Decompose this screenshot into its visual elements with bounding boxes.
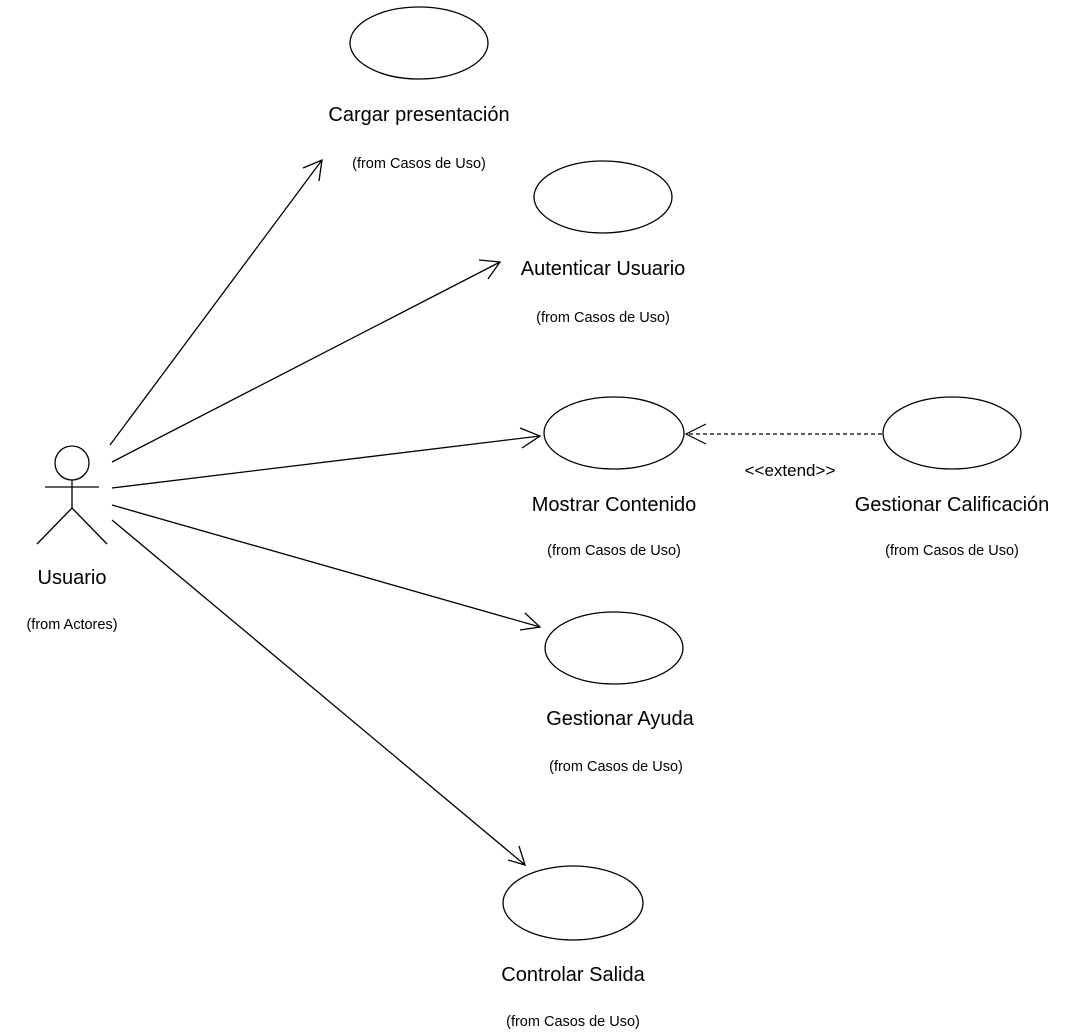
use-case-gestionar-ayuda[interactable]: [544, 611, 684, 685]
association-gestionar-ayuda: [111, 504, 541, 628]
arrowhead-mostrar-contenido: [519, 427, 542, 449]
association-cargar-presentacion: [109, 159, 323, 446]
association-mostrar-contenido: [111, 435, 541, 489]
association-autenticar-usuario: [111, 261, 501, 463]
use-case-mostrar-contenido[interactable]: [543, 396, 685, 470]
use-case-autenticar-usuario[interactable]: [533, 160, 673, 234]
use-case-label-gestionar-ayuda: Gestionar Ayuda: [546, 708, 694, 730]
use-case-label-autenticar-usuario: Autenticar Usuario: [520, 258, 686, 280]
use-case-package-gestionar-calificacion: (from Casos de Uso): [885, 543, 1019, 559]
arrowhead-controlar-salida: [507, 845, 526, 866]
arrowhead-gestionar-ayuda: [519, 612, 542, 631]
use-case-package-autenticar-usuario: (from Casos de Uso): [536, 310, 670, 326]
use-case-ellipses: [349, 6, 1022, 941]
use-case-package-cargar-presentacion: (from Casos de Uso): [352, 156, 486, 172]
use-case-package-controlar-salida: (from Casos de Uso): [506, 1014, 640, 1030]
arrowhead-cargar-presentacion: [302, 158, 323, 182]
use-case-controlar-salida[interactable]: [502, 865, 644, 941]
use-case-package-mostrar-contenido: (from Casos de Uso): [547, 543, 681, 559]
association-controlar-salida: [111, 519, 526, 866]
use-case-label-gestionar-calificacion: Gestionar Calificación: [854, 494, 1050, 516]
use-case-label-cargar-presentacion: Cargar presentación: [328, 104, 510, 126]
use-case-cargar-presentacion[interactable]: [349, 6, 489, 80]
actor-usuario-figure[interactable]: [36, 445, 108, 545]
actor-head: [54, 445, 90, 481]
associations: [109, 158, 542, 866]
actor-package: (from Actores): [26, 617, 118, 633]
extend-dependency: [684, 423, 882, 445]
actor-name: Usuario: [37, 567, 107, 589]
extend-arrowhead: [684, 423, 707, 445]
use-case-gestionar-calificacion[interactable]: [882, 396, 1022, 470]
use-case-label-mostrar-contenido: Mostrar Contenido: [531, 494, 697, 516]
use-case-package-gestionar-ayuda: (from Casos de Uso): [549, 759, 683, 775]
extend-stereotype-label: <<extend>>: [744, 461, 836, 480]
actor-right-leg: [71, 507, 108, 545]
arrowhead-autenticar-usuario: [478, 259, 502, 280]
use-case-label-controlar-salida: Controlar Salida: [501, 964, 645, 986]
actor-left-leg: [36, 507, 73, 545]
